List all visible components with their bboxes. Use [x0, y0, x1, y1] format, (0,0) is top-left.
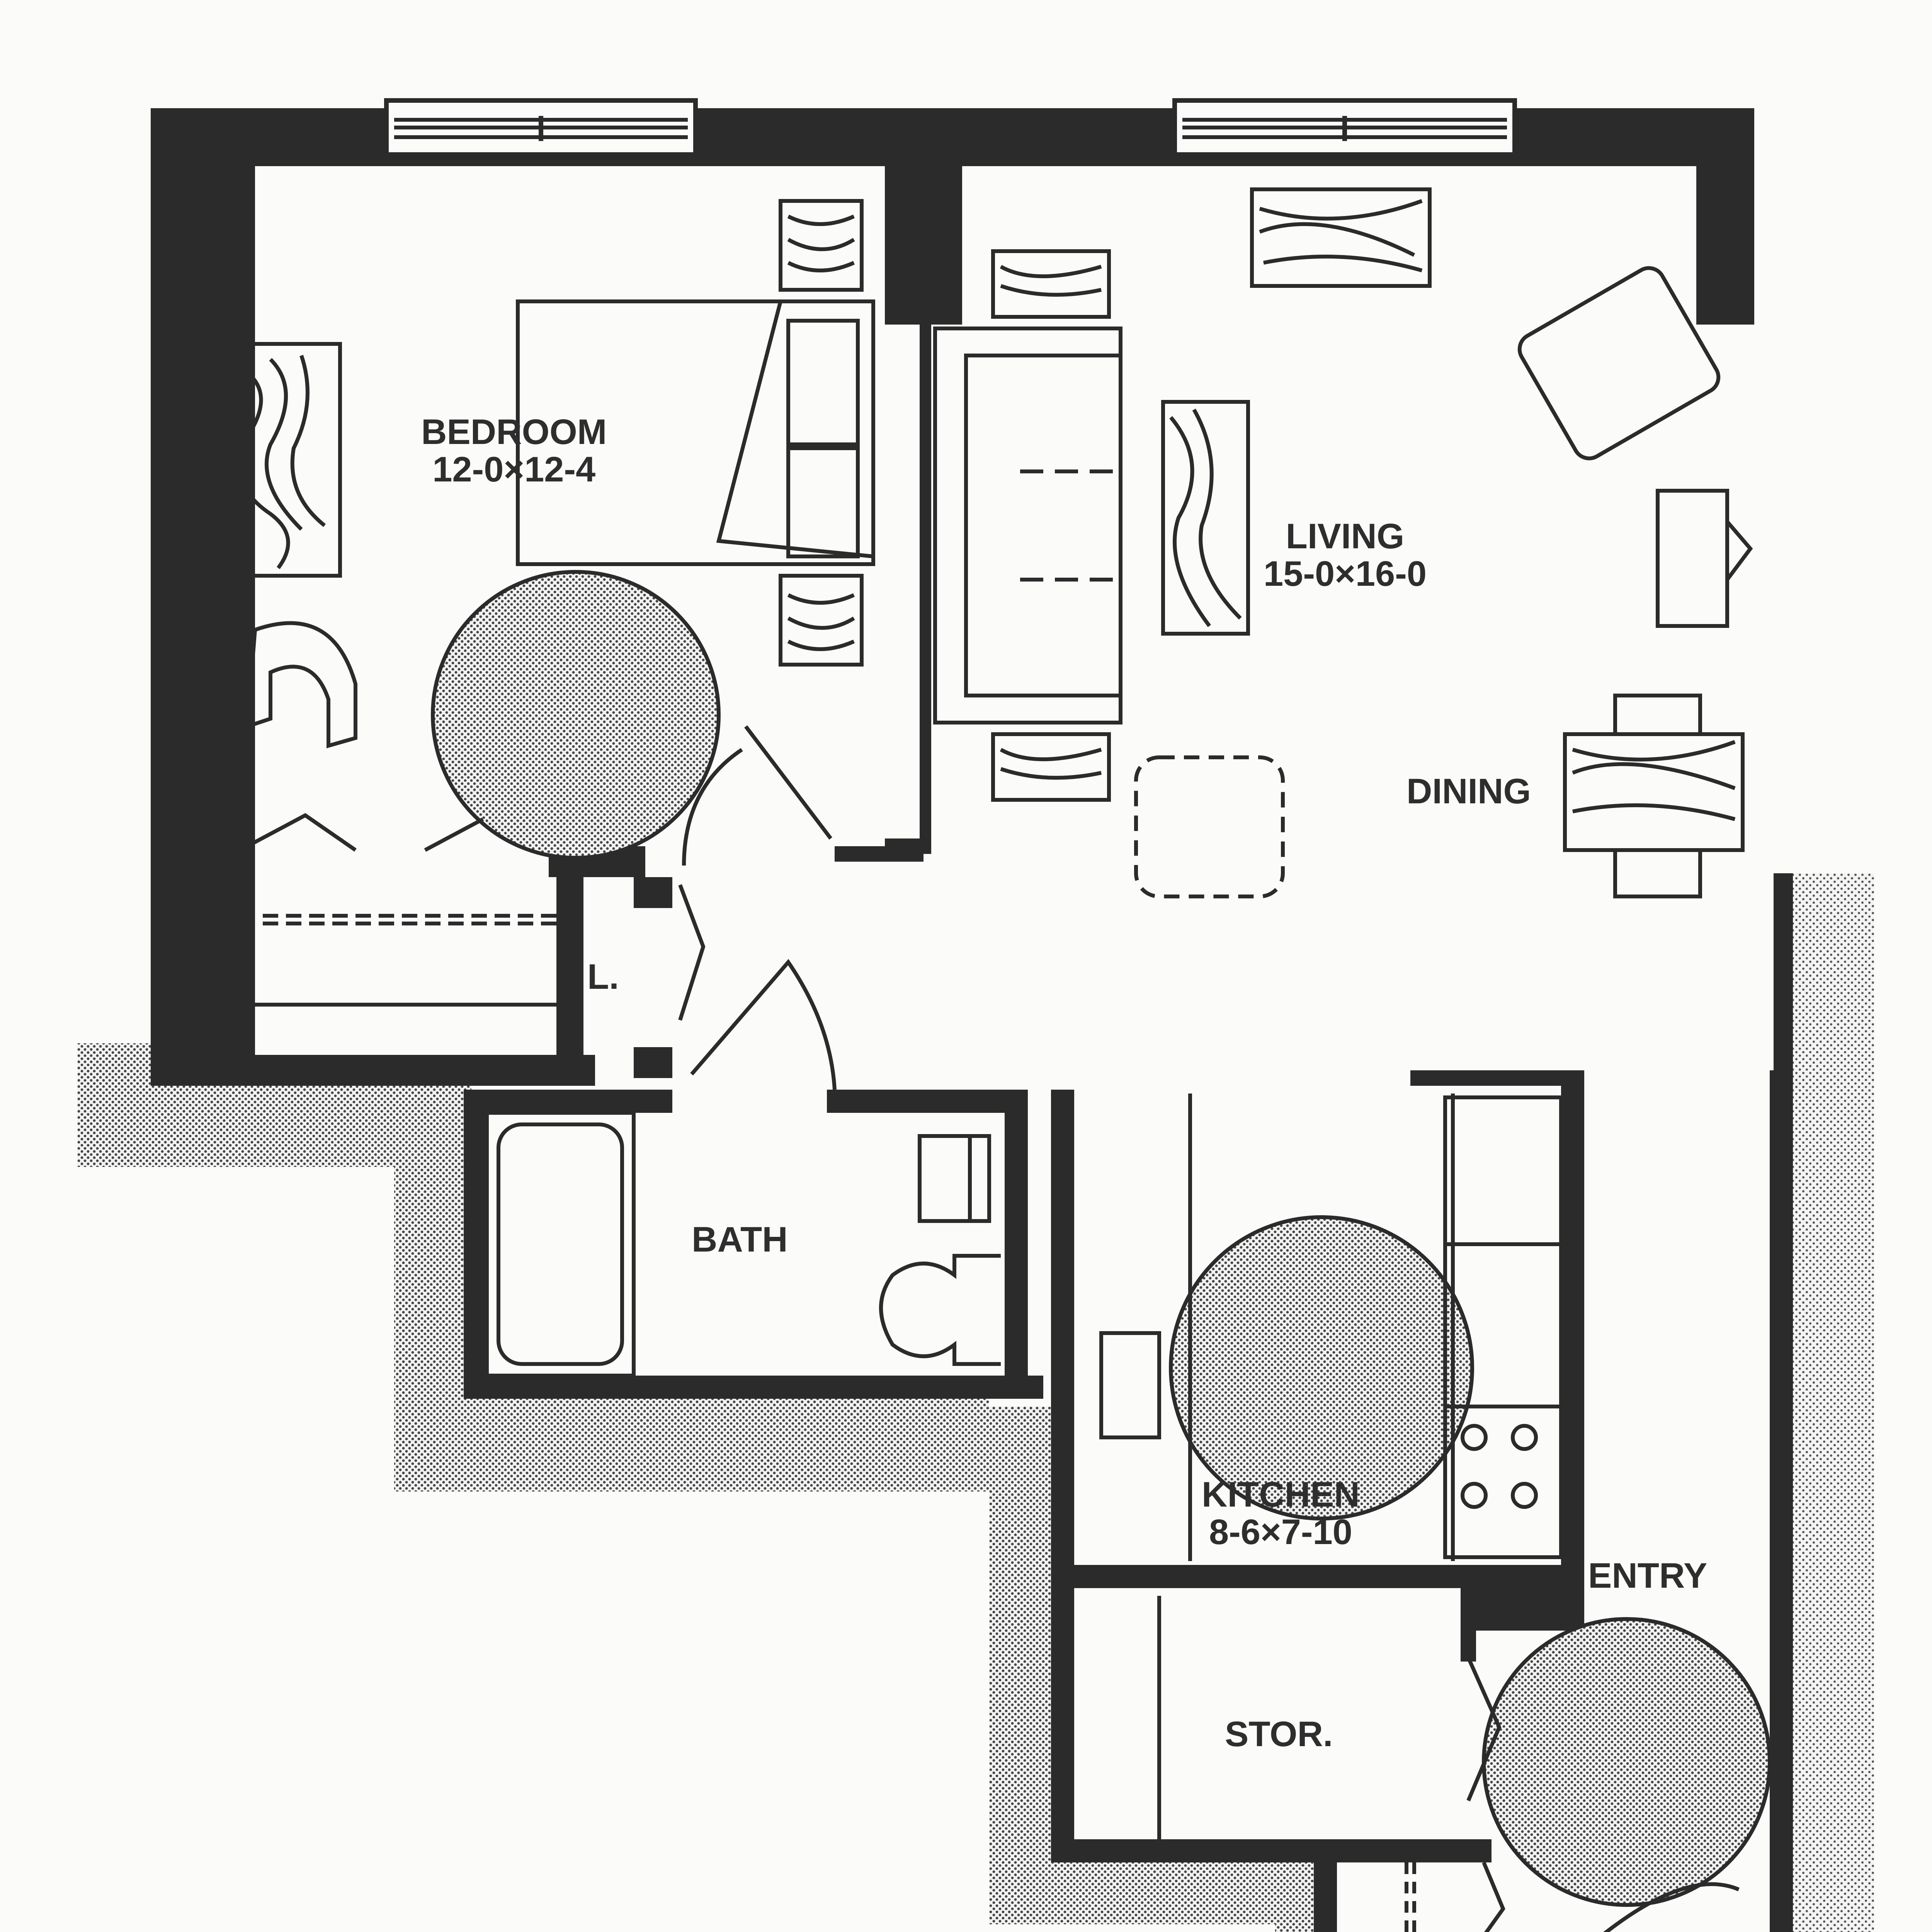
vanity — [918, 1134, 991, 1223]
coffee-table — [1161, 400, 1250, 636]
room-label-kitchen: KITCHEN 8-6×7-10 — [1202, 1476, 1360, 1551]
side-table — [1656, 489, 1729, 628]
wheelchair-space — [1134, 755, 1285, 898]
furniture — [216, 187, 1753, 1932]
room-label-bedroom: BEDROOM 12-0×12-4 — [421, 413, 607, 488]
room-label-bath: BATH — [692, 1221, 788, 1259]
armchair — [1517, 266, 1721, 461]
living-name: LIVING — [1286, 517, 1405, 556]
storage-name: STOR. — [1225, 1714, 1333, 1754]
nightstand-top — [779, 199, 864, 292]
window-bedroom — [384, 98, 698, 157]
room-label-entry: ENTRY — [1588, 1557, 1707, 1595]
living-dimensions: 15-0×16-0 — [1264, 554, 1427, 594]
turning-circles — [431, 570, 1772, 1907]
bedroom-chair — [245, 621, 357, 748]
console — [1250, 187, 1432, 288]
room-label-linen: L. — [587, 958, 619, 996]
kitchen-dimensions: 8-6×7-10 — [1209, 1512, 1352, 1552]
entry-turning-circle — [1482, 1617, 1772, 1907]
bedroom-name: BEDROOM — [421, 412, 607, 452]
toilet — [879, 1254, 1001, 1366]
linen-name: L. — [587, 957, 619, 997]
bath-name: BATH — [692, 1220, 788, 1259]
entry-name: ENTRY — [1588, 1556, 1708, 1595]
kitchen-name: KITCHEN — [1202, 1475, 1360, 1514]
dresser — [222, 342, 342, 578]
kitchen-turning-circle — [1169, 1215, 1474, 1520]
room-label-living: LIVING 15-0×16-0 — [1264, 518, 1427, 592]
bathtub — [485, 1111, 636, 1378]
bedroom-dimensions: 12-0×12-4 — [432, 449, 596, 489]
kitchen-sink — [1099, 1331, 1161, 1439]
bedroom-turning-circle — [431, 570, 721, 860]
room-label-storage: STOR. — [1225, 1716, 1333, 1753]
bed — [516, 299, 875, 566]
window-living — [1172, 98, 1517, 157]
dining-name: DINING — [1406, 772, 1531, 811]
nightstand-bottom — [779, 574, 864, 667]
stove — [1443, 1405, 1563, 1559]
room-label-dining: DINING — [1406, 773, 1531, 810]
